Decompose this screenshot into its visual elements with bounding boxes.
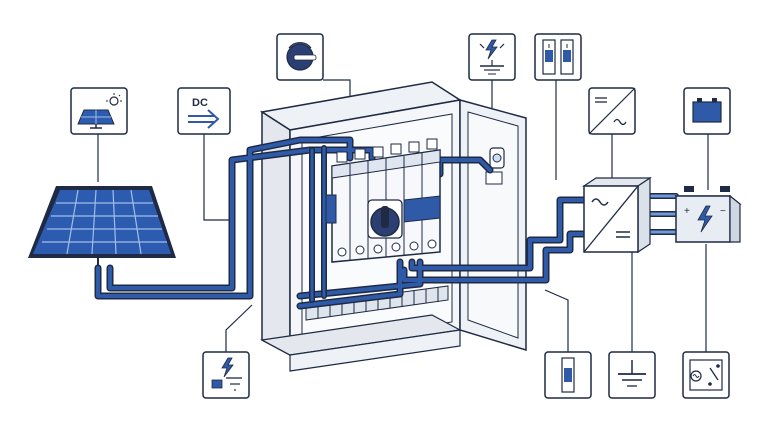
surge-protection-icon <box>468 33 516 81</box>
svg-text:+: + <box>684 206 690 217</box>
door-inner <box>467 111 519 339</box>
battery: + − <box>674 186 742 243</box>
isolator-side-clip <box>325 194 337 224</box>
surge-arrester-icon <box>202 351 250 399</box>
ground-icon <box>608 351 656 399</box>
leader-spd-bottom <box>225 304 253 352</box>
door-terminal <box>485 171 503 185</box>
dc-isolator-block <box>325 138 441 263</box>
dc-arrow-icon: DC <box>177 87 231 135</box>
isolator-terminals-top <box>336 138 438 163</box>
rotary-switch-icon <box>276 33 324 81</box>
isolator-label-strip <box>403 195 441 223</box>
enclosure-door <box>459 99 527 352</box>
enclosure-plinth <box>289 329 461 372</box>
control-circuit-icon <box>682 351 730 399</box>
cables <box>94 136 679 310</box>
solar-panel <box>28 186 176 268</box>
dc-label: DC <box>192 97 208 109</box>
solar-panel-cells <box>33 190 171 254</box>
fuse-holder-icon <box>534 33 582 81</box>
leader-fuse-bottom <box>544 289 569 352</box>
inverter-icon <box>588 87 636 135</box>
fuse-icon <box>544 351 592 399</box>
inverter <box>582 176 652 254</box>
battery-bolt-icon <box>697 205 713 233</box>
rotary-knob[interactable] <box>367 199 403 239</box>
solar-panel-icon <box>70 87 128 135</box>
solar-panel-grid <box>42 189 167 255</box>
svg-text:−: − <box>720 206 726 217</box>
leader-dc <box>203 134 232 221</box>
battery-icon <box>683 87 731 135</box>
leader-rotary <box>323 79 351 98</box>
leader-lines <box>97 79 709 352</box>
inverter-ac-wave <box>591 198 609 206</box>
isolator-terminals-bottom <box>337 239 437 257</box>
